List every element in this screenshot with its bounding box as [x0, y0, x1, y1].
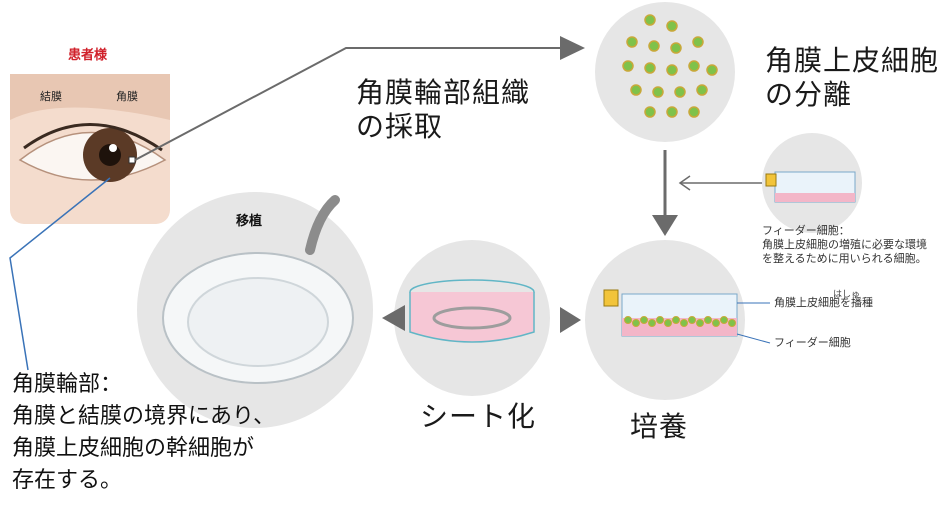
cell-dot: [688, 60, 700, 72]
cell-dot: [644, 14, 656, 26]
limbus-note-line1: 角膜と結膜の境界にあり、: [12, 404, 276, 429]
seed-label-prefix: 角膜上皮細胞を: [774, 296, 851, 309]
cell-dot: [674, 86, 686, 98]
culture-cell-dot: [704, 316, 712, 324]
feeder-note-title: フィーダー細胞：: [762, 224, 850, 237]
culture-cells: [624, 316, 736, 327]
cell-dot: [692, 36, 704, 48]
culture-step-label: 培養: [630, 410, 689, 443]
eye-photo: [10, 74, 170, 224]
limbus-leader-line: [9, 177, 111, 371]
harvest-leader-line: [134, 47, 560, 161]
cell-dot: [706, 64, 718, 76]
conjunctiva-label: 結膜: [40, 90, 62, 103]
cell-dot: [626, 36, 638, 48]
feeder-cell-label: フィーダー細胞: [774, 336, 851, 349]
culture-cell-dot: [640, 316, 648, 324]
culture-cell-dot: [680, 319, 688, 327]
culture-cell-dot: [712, 319, 720, 327]
cornea-label: 角膜: [116, 90, 138, 103]
cell-dot: [688, 106, 700, 118]
culture-cell-dot: [720, 316, 728, 324]
patient-label: 患者様: [68, 48, 108, 63]
seed-label: 角膜上皮細胞を播種: [774, 296, 873, 310]
limbus-note-title: 角膜輪部：: [12, 372, 123, 397]
cell-dot: [648, 40, 660, 52]
culture-cell-dot: [632, 319, 640, 327]
cell-dot: [696, 84, 708, 96]
left-arrowhead-1: [560, 307, 581, 333]
cell-dot: [666, 64, 678, 76]
cell-dot: [666, 106, 678, 118]
cell-dot: [644, 106, 656, 118]
culture-cell-dot: [672, 316, 680, 324]
cell-dot: [622, 60, 634, 72]
culture-cell-dot: [648, 319, 656, 327]
cell-dot: [666, 20, 678, 32]
limbus-note-line3: 存在する。: [12, 468, 123, 493]
isolation-step-label: 角膜上皮細胞 の分離: [765, 44, 940, 111]
cell-dot: [652, 86, 664, 98]
cell-dot: [644, 62, 656, 74]
culture-cell-dot: [688, 316, 696, 324]
harvest-step-label: 角膜輪部組織 の採取: [356, 76, 531, 143]
isolated-cells: [622, 14, 718, 118]
culture-cell-dot: [624, 316, 632, 324]
limbus-note-line2: 角膜上皮細胞の幹細胞が: [12, 436, 255, 461]
culture-cell-dot: [728, 319, 736, 327]
down-arrowhead: [652, 215, 678, 236]
culture-cell-dot: [696, 319, 704, 327]
seed-label-word: 播種: [851, 296, 873, 309]
left-arrowhead-2: [382, 305, 405, 331]
culture-cell-dot: [656, 316, 664, 324]
transplant-step-label: 移植: [236, 214, 263, 229]
harvest-arrowhead: [560, 36, 585, 60]
cell-dot: [670, 42, 682, 54]
cell-dot: [630, 84, 642, 96]
feeder-note-body: 角膜上皮細胞の増殖に必要な環境 を整えるために用いられる細胞。: [762, 238, 927, 265]
sheet-step-label: シート化: [420, 400, 537, 433]
seed-ruby: はしゅ: [833, 290, 861, 300]
culture-cell-dot: [664, 319, 672, 327]
